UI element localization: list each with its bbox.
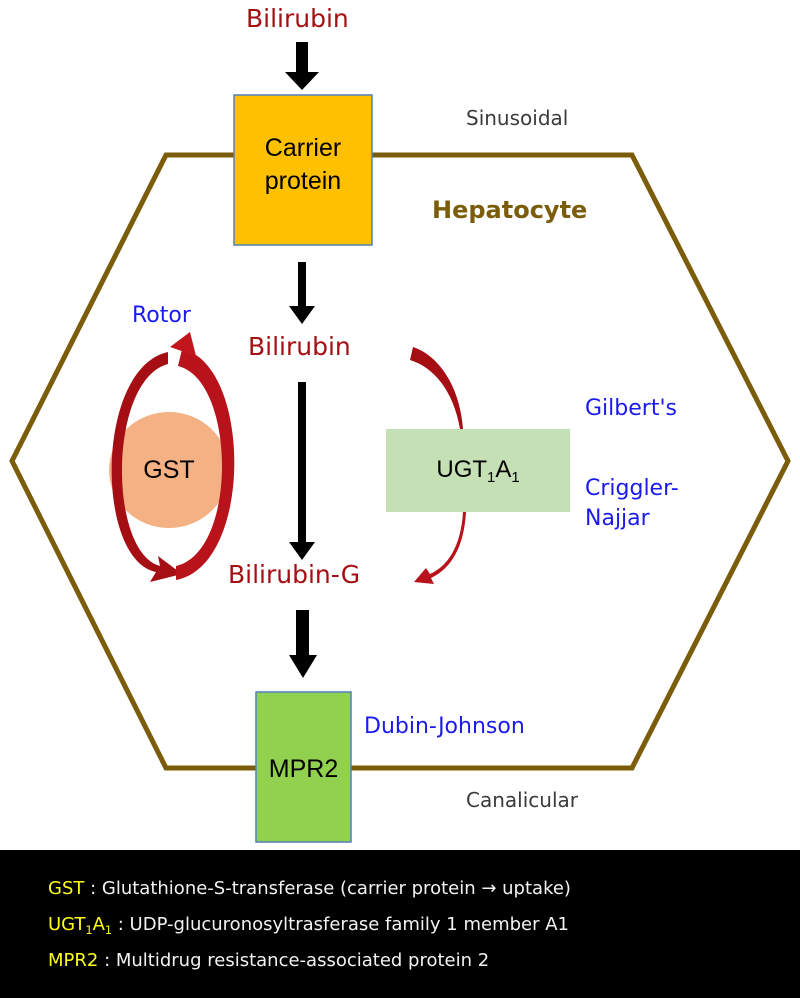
legend-key-base: UGT [48,914,86,935]
legend-text: UDP-glucuronosyltrasferase family 1 memb… [129,914,570,935]
bilirubin-intracellular-label: Bilirubin [248,332,351,361]
legend-row-gst: GST : Glutathione-S-transferase (carrier… [48,878,571,899]
excretion-arrow [289,610,317,678]
carrier-to-bilirubin-arrow [289,262,315,324]
abbreviation-legend: GST : Glutathione-S-transferase (carrier… [0,850,800,998]
ugt1a1-label: UGT1A1 [386,456,570,487]
carrier-protein-label-line2: protein [264,167,342,195]
conjugation-arrow [289,382,315,560]
legend-row-ugt1a1: UGT1A1 : UDP-glucuronosyltrasferase fami… [48,914,570,937]
diagram-canvas [9,42,791,843]
crigler-najjar-syndrome-label: Criggler- Najjar [585,474,679,534]
legend-separator: : [84,878,102,899]
uptake-arrow [285,42,319,90]
ugt-mid: A [495,456,512,483]
hepatocyte-membrane [9,152,791,771]
sinusoidal-label: Sinusoidal [466,106,569,130]
legend-separator: : [112,914,130,935]
dubin-johnson-syndrome-label: Dubin-Johnson [364,714,525,739]
ugt-sub2: 1 [511,470,520,487]
legend-separator: : [98,950,116,971]
crigler-najjar-line1: Criggler- [585,476,679,501]
gst-cycle-arrows [111,332,235,582]
gst-label: GST [143,456,195,484]
crigler-najjar-line2: Najjar [585,506,650,531]
hepatocyte-label: Hepatocyte [432,196,588,224]
carrier-protein-box [233,94,373,246]
legend-text: Multidrug resistance-associated protein … [115,950,490,971]
carrier-protein-label: Carrier protein [234,132,372,198]
legend-key: MPR2 [48,950,99,971]
ugt1a1-box [386,429,570,512]
legend-key: UGT1A1 [48,914,113,937]
legend-key-sub1: 1 [85,923,93,937]
ugt-base: UGT [436,456,488,483]
ugt-sub1: 1 [487,470,496,487]
canalicular-label: Canalicular [466,788,578,812]
legend-row-mpr2: MPR2 : Multidrug resistance-associated p… [48,950,489,971]
ugt-arc-arrow [410,347,466,584]
bilirubin-extracellular-label: Bilirubin [246,4,349,33]
mpr2-label: MPR2 [268,755,339,783]
carrier-protein-label-line1: Carrier [264,134,342,162]
legend-key: GST [48,878,85,899]
bilirubin-g-label: Bilirubin-G [228,560,361,589]
legend-key-mid: A [92,914,105,935]
mpr2-box [255,691,352,843]
legend-key-sub2: 1 [104,923,113,937]
gilberts-syndrome-label: Gilbert's [585,396,677,421]
rotor-syndrome-label: Rotor [132,303,191,328]
gst-circle [109,412,229,528]
legend-text: Glutathione-S-transferase (carrier prote… [101,878,571,899]
